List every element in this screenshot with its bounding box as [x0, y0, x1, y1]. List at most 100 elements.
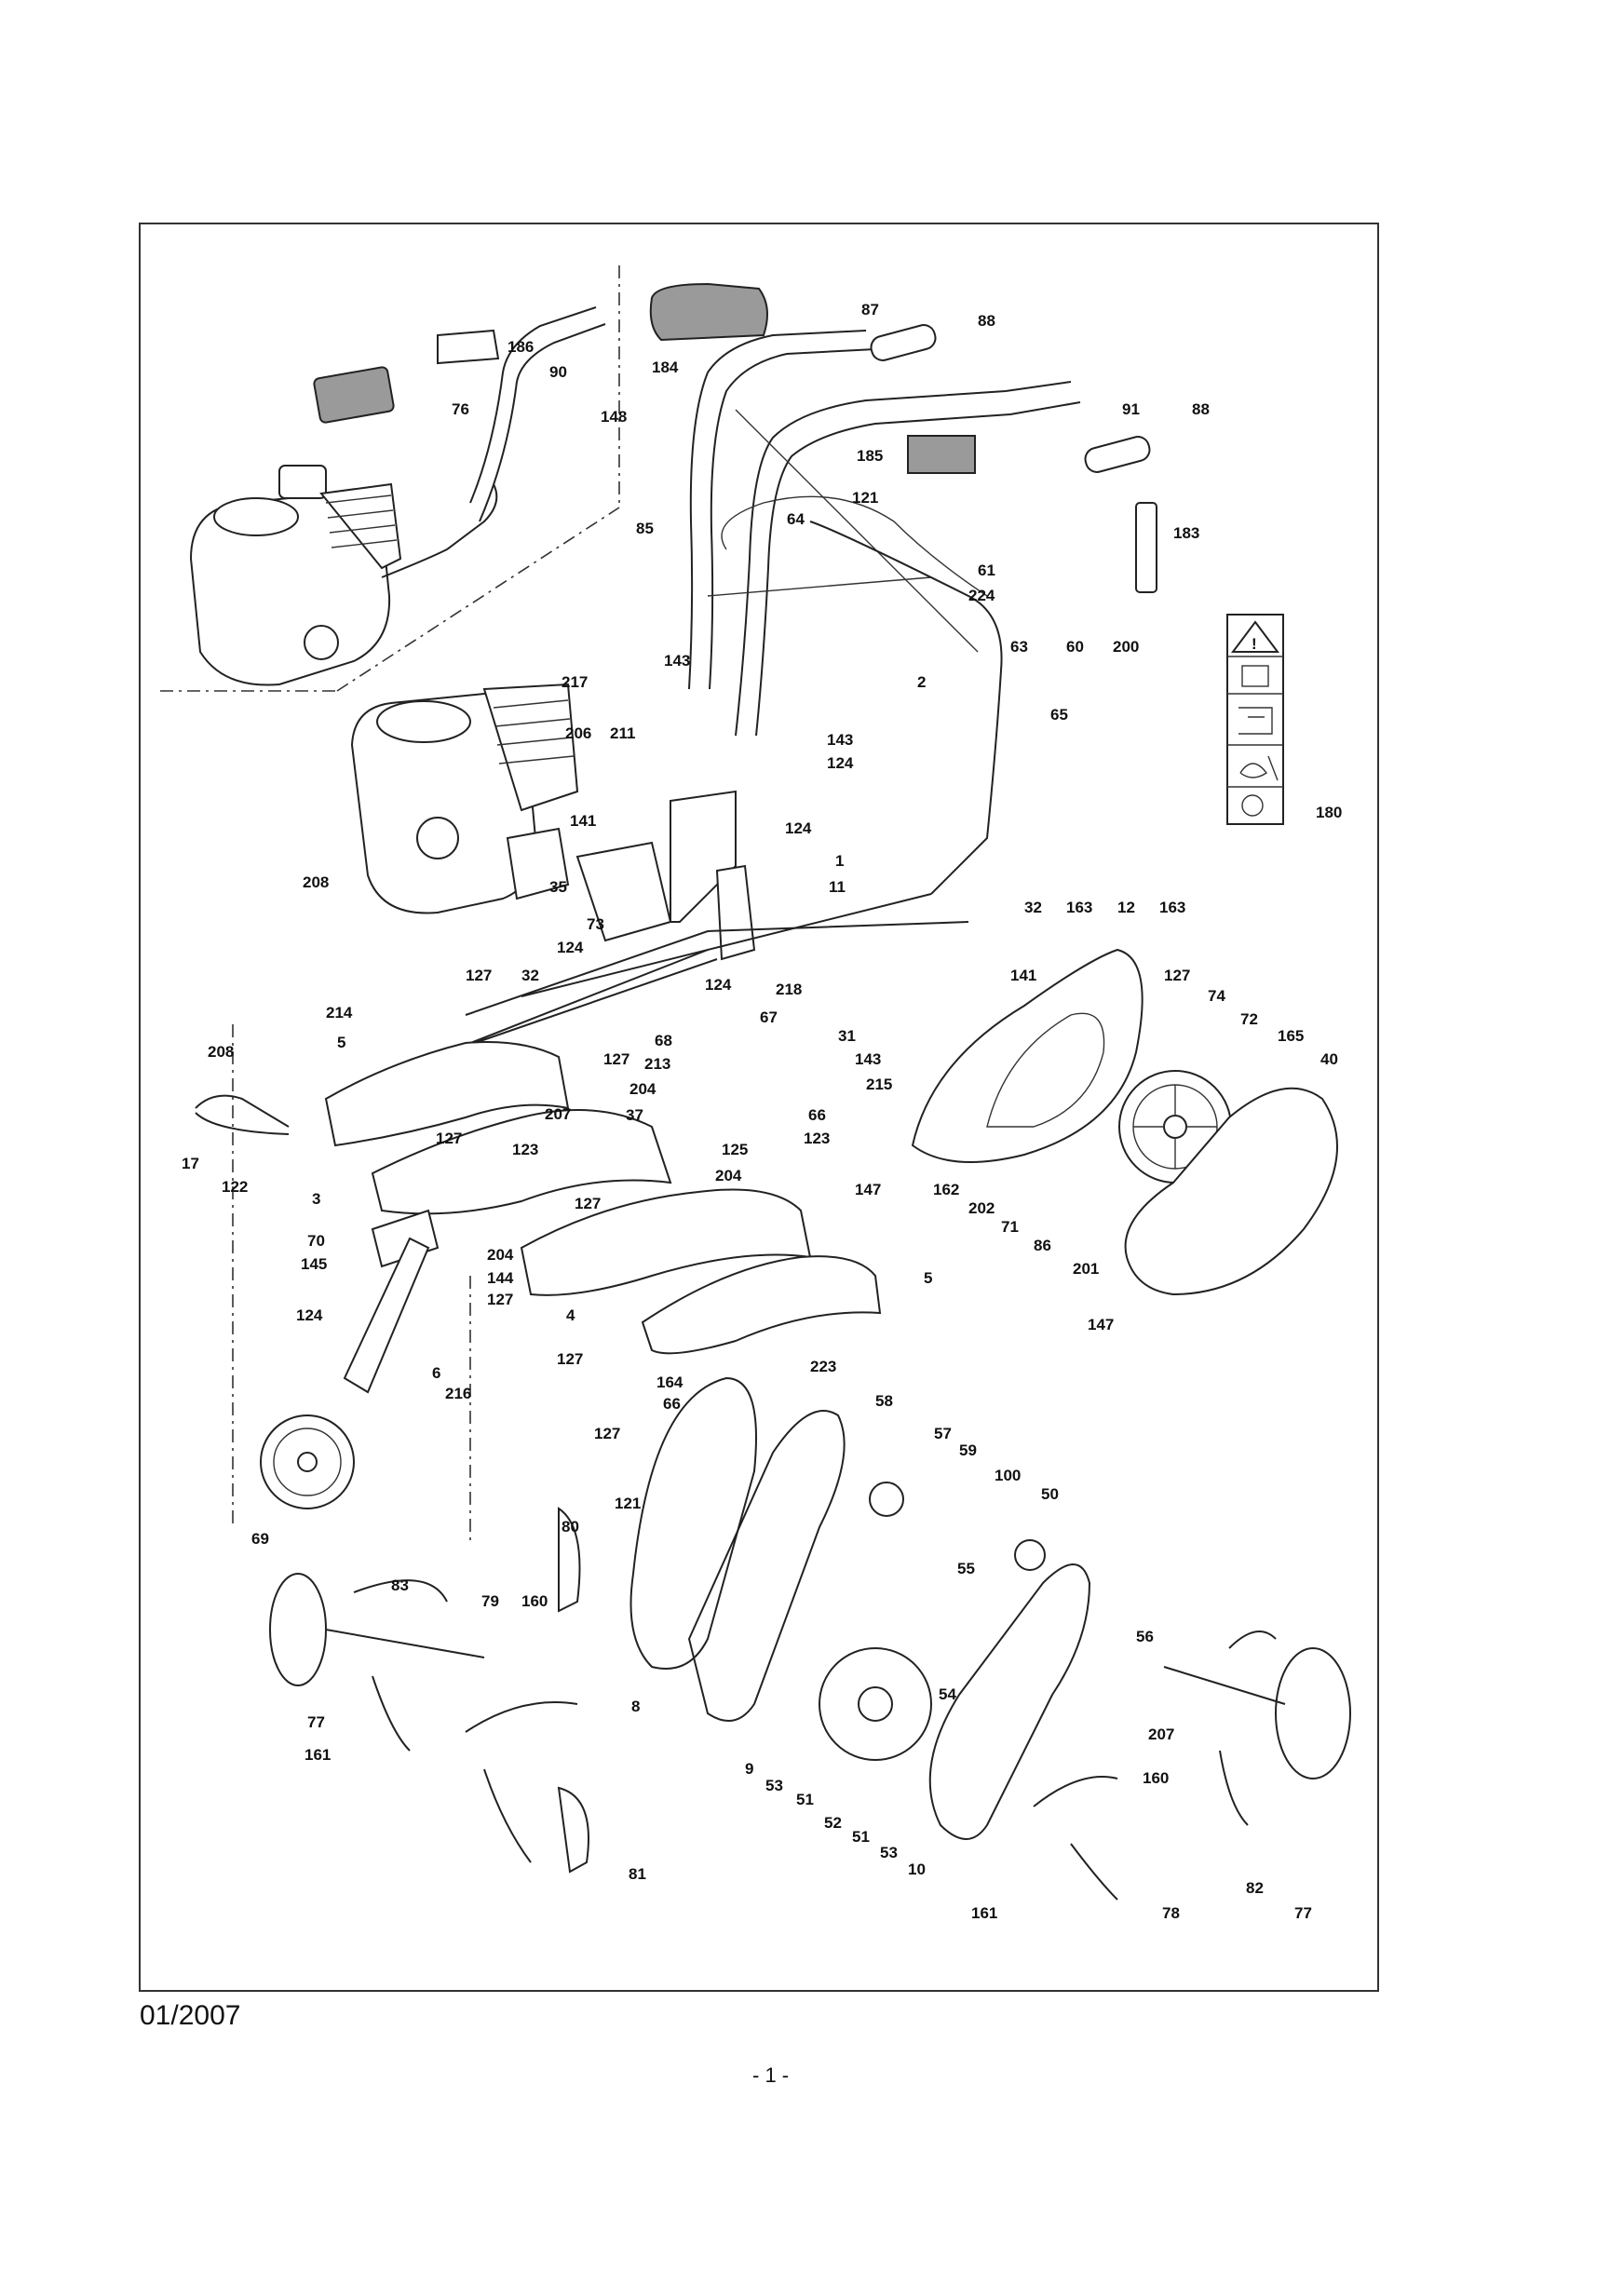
label-p216: 216	[445, 1385, 471, 1402]
air-filter-cover	[313, 366, 395, 424]
label-p162: 162	[933, 1181, 959, 1198]
label-p72: 72	[1240, 1010, 1258, 1028]
label-p52: 52	[824, 1814, 842, 1832]
decal-185	[907, 435, 976, 474]
label-p86: 86	[1034, 1237, 1051, 1254]
label-p123b: 123	[512, 1141, 538, 1158]
label-p147a: 147	[855, 1181, 881, 1198]
label-p127b: 127	[466, 967, 492, 984]
label-p74: 74	[1208, 987, 1225, 1005]
label-p211: 211	[610, 724, 635, 742]
label-p8: 8	[631, 1698, 640, 1715]
label-p214: 214	[326, 1004, 353, 1022]
gearbox-housing	[575, 790, 756, 961]
page-number: - 1 -	[752, 2064, 790, 2087]
label-p67: 67	[760, 1008, 778, 1026]
label-p204a: 204	[629, 1080, 656, 1098]
label-p59: 59	[959, 1441, 977, 1459]
label-p204b: 204	[715, 1167, 742, 1184]
cable-65	[809, 521, 1003, 895]
label-p77b: 77	[1294, 1904, 1312, 1922]
optional-engine-inset	[160, 265, 620, 692]
label-p122: 122	[222, 1178, 248, 1196]
support-wheel-assembly	[260, 1209, 440, 1509]
warning-triangle-icon	[1231, 620, 1279, 653]
label-p90: 90	[549, 363, 567, 381]
engine-inset-drawing	[189, 465, 498, 686]
label-p5b: 5	[924, 1269, 932, 1287]
decal-186	[437, 329, 500, 365]
label-p53a: 53	[765, 1777, 783, 1794]
label-p82: 82	[1246, 1879, 1264, 1897]
diagram-frame	[139, 223, 1379, 1992]
axle-bar	[521, 893, 932, 997]
label-p50: 50	[1041, 1485, 1059, 1503]
label-p55: 55	[957, 1560, 975, 1577]
label-p88a: 88	[978, 312, 995, 330]
label-p206: 206	[565, 724, 591, 742]
main-engine-drawing	[350, 683, 579, 914]
label-p213: 213	[644, 1055, 670, 1073]
label-p51a: 51	[796, 1791, 814, 1808]
chain-guard	[911, 948, 1144, 1163]
label-p127h: 127	[594, 1425, 620, 1442]
label-p91: 91	[1122, 400, 1140, 418]
label-p165: 165	[1278, 1027, 1304, 1045]
label-p207a: 207	[545, 1105, 571, 1123]
left-grip	[870, 324, 937, 361]
right-tine-assembly	[1033, 1631, 1351, 1901]
hand-crush-icon	[1238, 707, 1273, 735]
label-p121b: 121	[615, 1495, 641, 1512]
label-p11: 11	[829, 878, 846, 896]
label-p9: 9	[745, 1760, 753, 1778]
label-p12: 12	[1117, 899, 1135, 916]
label-p124b: 124	[785, 819, 812, 837]
label-p66b: 66	[663, 1395, 681, 1413]
label-p163a: 163	[1066, 899, 1092, 916]
label-p31: 31	[838, 1027, 856, 1045]
label-p217: 217	[562, 673, 588, 691]
label-p160b: 160	[1143, 1769, 1169, 1787]
label-p124d: 124	[705, 976, 732, 994]
label-p148: 148	[601, 408, 627, 426]
label-p100: 100	[995, 1467, 1021, 1484]
label-p54: 54	[939, 1685, 956, 1703]
label-p3: 3	[312, 1190, 320, 1208]
label-p204c: 204	[487, 1246, 514, 1264]
label-p161b: 161	[971, 1904, 997, 1922]
label-p66a: 66	[808, 1106, 826, 1124]
label-p58: 58	[875, 1392, 893, 1410]
label-p127c: 127	[603, 1050, 629, 1068]
label-p83: 83	[391, 1577, 409, 1594]
label-p57: 57	[934, 1425, 952, 1442]
label-p125: 125	[722, 1141, 748, 1158]
label-p127e: 127	[575, 1195, 601, 1212]
label-p32b: 32	[521, 967, 539, 984]
label-p218: 218	[776, 981, 802, 998]
label-p85: 85	[636, 520, 654, 537]
label-p147b: 147	[1088, 1316, 1114, 1333]
label-p124a: 124	[827, 754, 854, 772]
label-p201: 201	[1073, 1260, 1099, 1278]
hearing-protection-icon	[1241, 794, 1264, 817]
label-p127f: 127	[487, 1291, 513, 1308]
label-p80: 80	[562, 1518, 579, 1536]
label-p76: 76	[452, 400, 469, 418]
label-p180: 180	[1316, 804, 1342, 821]
handlebar-assembly	[688, 330, 1081, 737]
label-p5a: 5	[337, 1034, 345, 1051]
label-p77a: 77	[307, 1713, 325, 1731]
inset-handlebar	[469, 306, 606, 522]
label-p127g: 127	[557, 1350, 583, 1368]
label-p81: 81	[629, 1865, 646, 1883]
label-p143b: 143	[827, 731, 853, 749]
warning-decal-panel: !	[1226, 614, 1284, 825]
label-p223: 223	[810, 1358, 836, 1375]
label-p53b: 53	[880, 1844, 898, 1861]
label-p56: 56	[1136, 1628, 1154, 1645]
label-p87: 87	[861, 301, 879, 318]
label-p143c: 143	[855, 1050, 881, 1068]
label-p2: 2	[917, 673, 926, 691]
label-p123a: 123	[804, 1130, 830, 1147]
